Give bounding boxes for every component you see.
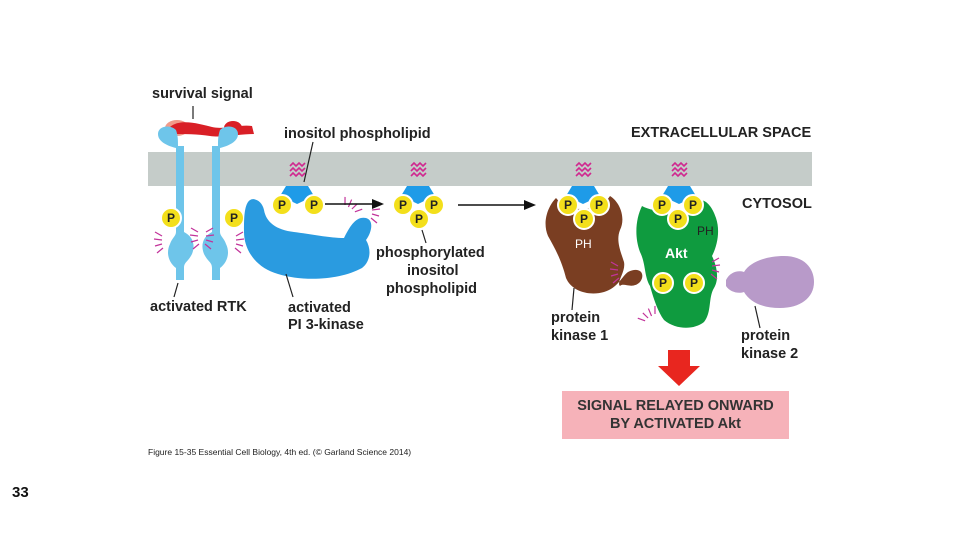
- rtk-phosphates: [160, 207, 245, 229]
- activated-rtk-label: activated RTK: [150, 299, 247, 315]
- figure-caption: Figure 15-35 Essential Cell Biology, 4th…: [148, 447, 412, 457]
- conversion-arrow: [325, 199, 384, 209]
- protein-kinase-1-label-line2: kinase 1: [551, 328, 609, 344]
- protein-kinase-1-label-line1: protein: [551, 310, 601, 326]
- survival-signal-label: survival signal: [152, 86, 253, 102]
- signal-relayed-line1: SIGNAL RELAYED ONWARD: [577, 398, 774, 414]
- inositol-phospholipid-label: inositol phospholipid: [284, 126, 431, 142]
- activated-pi3k-label-line2: PI 3-kinase: [288, 317, 364, 333]
- signal-relayed-line2: BY ACTIVATED Akt: [609, 416, 742, 432]
- phosphate-label: P: [690, 276, 699, 290]
- plasma-membrane: [148, 152, 812, 186]
- phosphate-label: P: [230, 211, 239, 225]
- phosphorylated-label-line2: inositol: [407, 263, 459, 279]
- phosphate-label: P: [415, 212, 424, 226]
- phosphate-label: P: [564, 198, 573, 212]
- akt-kinase: [636, 200, 719, 328]
- protein-kinase-1: [545, 196, 643, 294]
- signal-relayed-box: SIGNAL RELAYED ONWARD BY ACTIVATED Akt: [562, 391, 789, 439]
- activated-pi3k-label-line1: activated: [288, 300, 351, 316]
- survival-signal-molecule: [165, 120, 254, 137]
- pi3k-enzyme: [244, 199, 372, 279]
- extracellular-space-label: EXTRACELLULAR SPACE: [631, 125, 812, 141]
- phosphorylated-label-line1: phosphorylated: [376, 245, 485, 261]
- cytosol-label: CYTOSOL: [742, 196, 812, 212]
- akt-label: Akt: [665, 245, 688, 261]
- phosphate-label: P: [674, 212, 683, 226]
- phosphate-label: P: [430, 198, 439, 212]
- phosphate-label: P: [658, 198, 667, 212]
- phosphorylated-label-line3: phospholipid: [386, 281, 478, 297]
- ph-domain-label-2: PH: [697, 224, 714, 238]
- relay-arrow: [658, 350, 700, 386]
- leader-lines: [173, 106, 761, 329]
- protein-kinase-2-label-line2: kinase 2: [741, 346, 799, 362]
- phosphate-label: P: [278, 198, 287, 212]
- phosphate-label: P: [167, 211, 176, 225]
- phosphate-label: P: [399, 198, 408, 212]
- rtk-activity-marks: [153, 227, 245, 254]
- ph-domain-label-1: PH: [575, 237, 592, 251]
- phosphate-label: P: [595, 198, 604, 212]
- protein-kinase-2-label-line1: protein: [741, 328, 791, 344]
- recruitment-arrow: [458, 200, 536, 210]
- page-number: 33: [12, 484, 29, 501]
- phosphate-label: P: [310, 198, 319, 212]
- phosphate-label: P: [580, 212, 589, 226]
- rtk-receptor: [158, 126, 238, 280]
- phosphate-groups: [271, 194, 705, 294]
- protein-kinase-2: [726, 256, 814, 308]
- phosphate-label: P: [689, 198, 698, 212]
- phosphate-label: P: [659, 276, 668, 290]
